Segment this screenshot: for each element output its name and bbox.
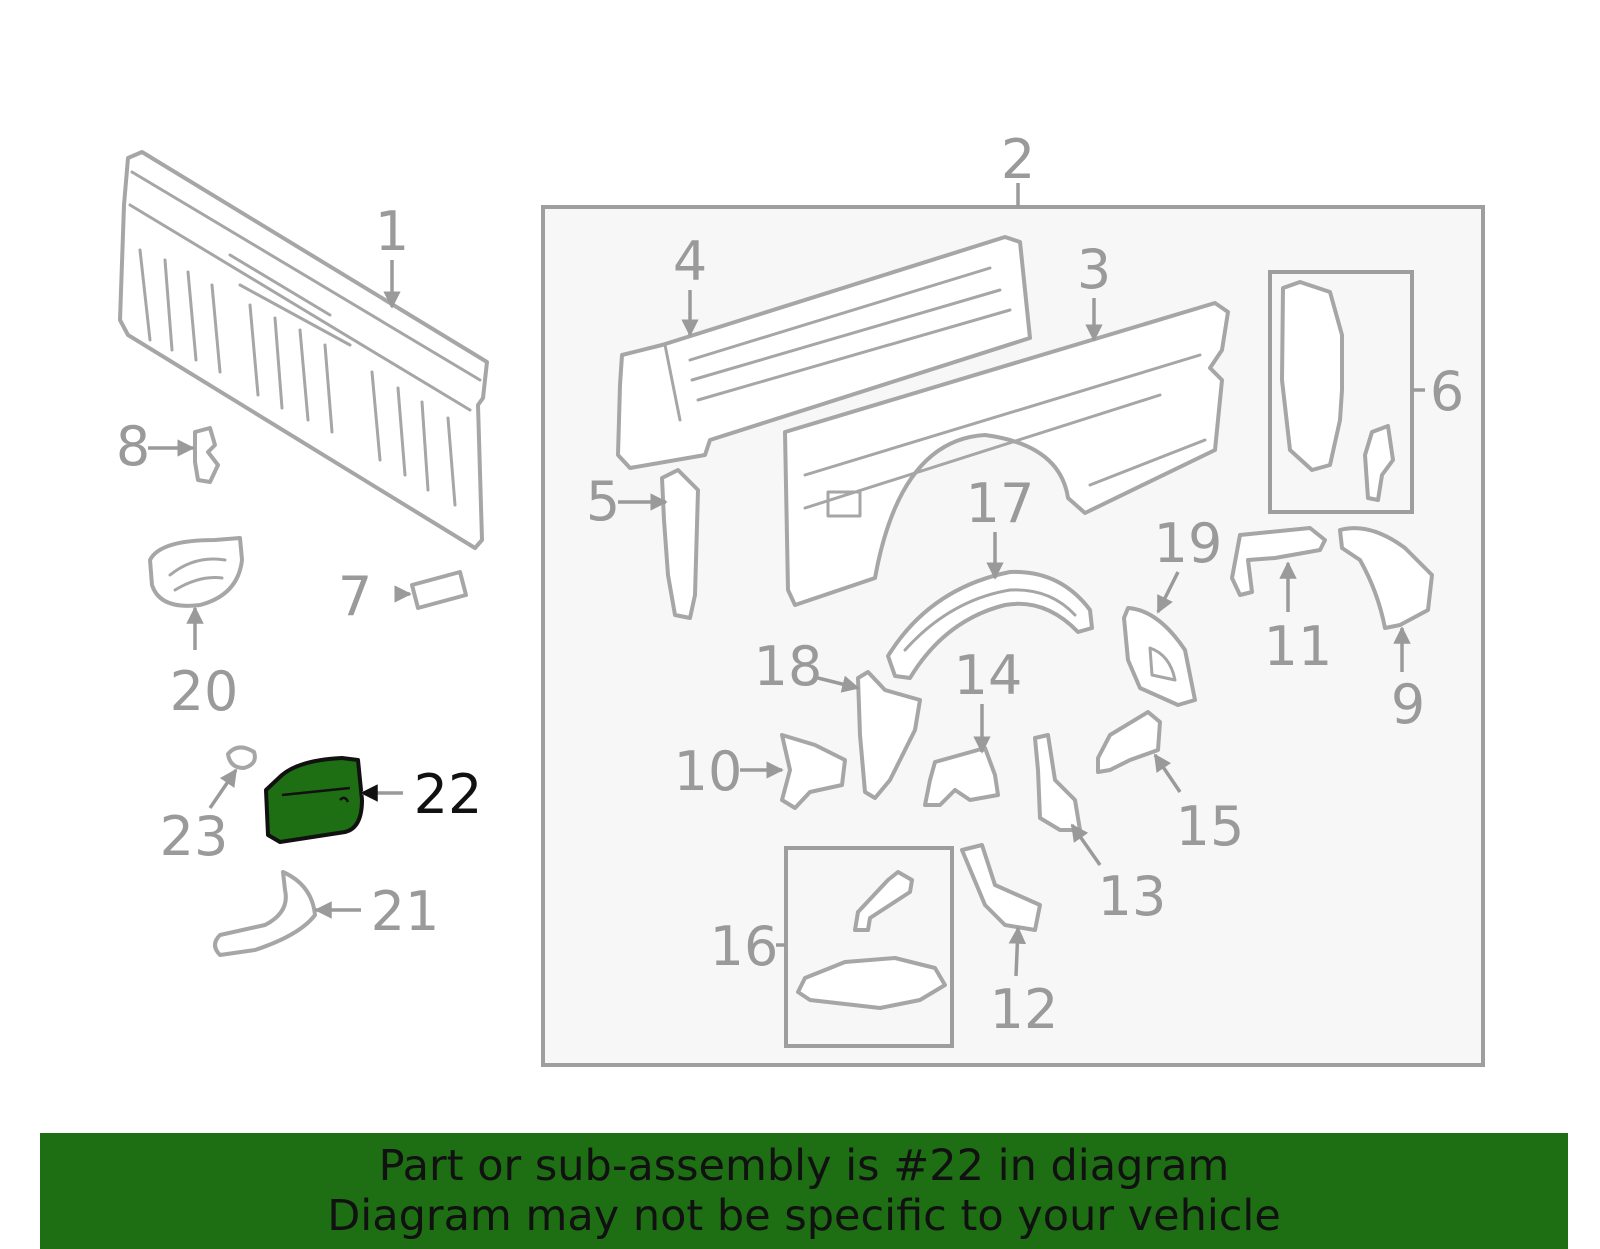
label-11: 11 [1264,615,1333,678]
label-22-highlighted: 22 [414,763,483,826]
label-7: 7 [338,565,372,628]
subassembly-16-box [784,846,954,1048]
info-banner: Part or sub-assembly is #22 in diagram D… [40,1133,1568,1249]
label-17: 17 [966,472,1035,535]
label-23: 23 [160,805,229,868]
part-14-bracket [923,746,1000,807]
label-6: 6 [1430,360,1464,423]
part-8-bracket [193,426,220,484]
part-20-handle [148,536,244,608]
label-18: 18 [754,635,823,698]
part-9-bracket [1338,526,1434,630]
part-16-parts [796,870,947,1010]
label-2: 2 [1001,128,1035,191]
label-16: 16 [710,915,779,978]
banner-line-part: Part or sub-assembly is #22 in diagram [378,1141,1230,1191]
label-14: 14 [954,644,1023,707]
label-21: 21 [371,880,440,943]
leader-lines [148,260,1425,977]
subassembly-6-box [1268,270,1414,514]
label-1: 1 [375,200,409,263]
part-19-plate [1122,606,1197,707]
part-7-clip [410,570,468,610]
banner-line-disclaimer: Diagram may not be specific to your vehi… [327,1191,1281,1241]
part-23-grommet [226,745,257,770]
label-12: 12 [990,978,1059,1041]
part-11-bracket [1230,526,1327,597]
part-15-bracket [1096,710,1162,774]
part-5-pillar [660,468,700,620]
label-10: 10 [674,740,743,803]
label-15: 15 [1176,795,1245,858]
part-18-brace [856,670,922,800]
part-6-rear-pillar [1280,280,1395,502]
part-17-wheelhouse [886,569,1094,680]
callout-labels: 1 2 3 4 5 6 7 8 9 10 11 12 13 14 15 16 1… [116,128,1464,1041]
label-9: 9 [1391,673,1425,736]
part-21-trim [213,870,317,957]
label-20: 20 [170,660,239,723]
part-22-highlighted [264,756,364,844]
label-13: 13 [1098,865,1167,928]
label-8: 8 [116,415,150,478]
part-4-inner-panel [616,235,1032,470]
part-10-bracket [780,733,847,810]
label-5: 5 [586,470,620,533]
label-19: 19 [1154,512,1223,575]
part-12-bracket [960,843,1042,932]
label-3: 3 [1077,238,1111,301]
label-4: 4 [673,230,707,293]
part-1-front-panel [118,150,489,550]
part-3-side-panel [783,301,1230,607]
